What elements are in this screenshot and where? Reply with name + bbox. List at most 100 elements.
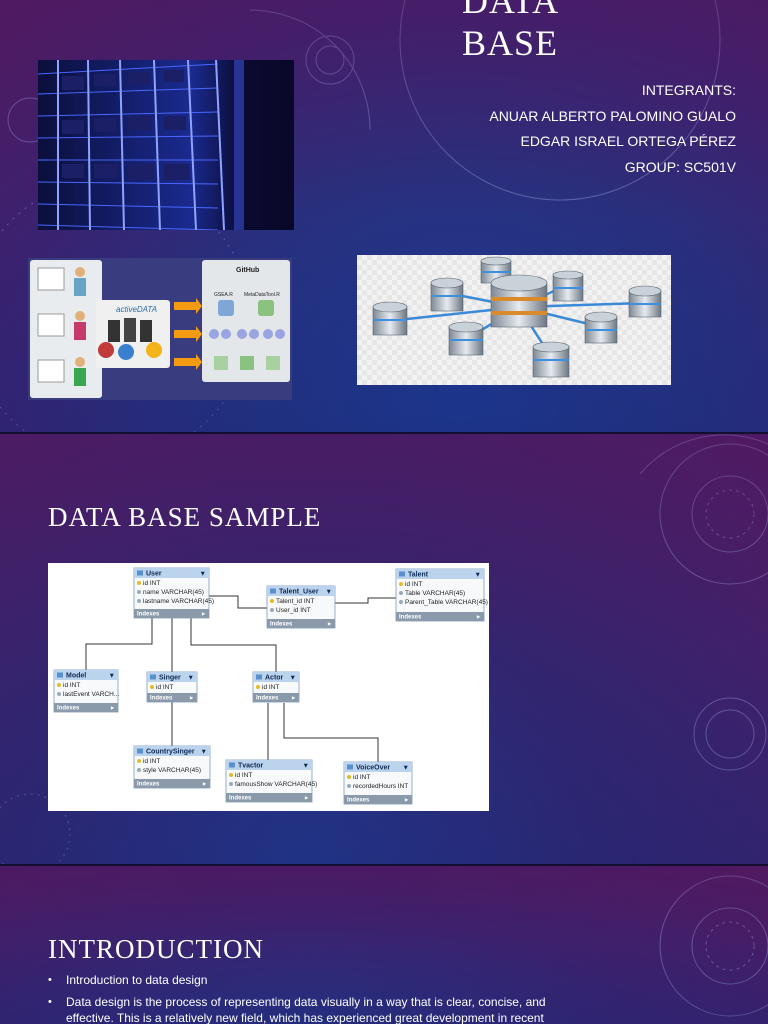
- repo-label: MetaDataTool.R: [244, 292, 280, 298]
- er-field: famousShow VARCHAR(45): [235, 781, 317, 788]
- er-field: id INT: [156, 684, 173, 691]
- bullet-item: Data design is the process of representi…: [48, 994, 568, 1024]
- er-table: Talent_User ▾ Talent_id INT User_id INT Inde…: [266, 585, 336, 629]
- introduction-slide: INTRODUCTION Introduction to data design…: [0, 866, 768, 1024]
- er-table-name: Talent_User: [279, 589, 319, 596]
- key-icon: [57, 683, 61, 687]
- chevron-right-icon: ▸: [202, 782, 207, 788]
- er-field: style VARCHAR(45): [143, 767, 201, 774]
- chevron-down-icon: ▾: [200, 571, 205, 578]
- chevron-down-icon: ▾: [201, 749, 206, 756]
- er-table-name: Tvactor: [238, 763, 264, 770]
- er-diagram: User ▾ id INT name VARCHAR(45) lastname VARC…: [48, 563, 489, 811]
- integrants-label: INTEGRANTS:: [641, 82, 736, 98]
- group-label: GROUP: SC501V: [624, 158, 736, 175]
- er-field: Parent_Table VARCHAR(45): [405, 599, 488, 606]
- er-table-name: Talent: [408, 572, 429, 579]
- er-table-name: VoiceOver: [356, 765, 390, 772]
- key-icon: [270, 599, 274, 603]
- chevron-right-icon: ▸: [327, 622, 332, 628]
- github-label: GitHub: [236, 267, 259, 274]
- member-name: EDGAR ISRAEL ORTEGA PÉREZ: [520, 133, 736, 149]
- key-icon: [399, 582, 403, 586]
- er-indexes-label: Indexes: [399, 615, 422, 621]
- field-icon: [137, 768, 141, 772]
- field-icon: [399, 600, 403, 604]
- er-table: Actor ▾ id INT Indexes ▸: [252, 671, 300, 703]
- bullet-item: Introduction to data design: [48, 972, 568, 988]
- chevron-right-icon: ▸: [291, 696, 296, 702]
- database-sample-slide: DATA BASE SAMPLE User ▾ id INT name VARCHAR…: [0, 434, 768, 864]
- chevron-right-icon: ▸: [201, 612, 206, 618]
- er-indexes-label: Indexes: [347, 798, 370, 804]
- er-indexes-label: Indexes: [229, 796, 252, 802]
- active-data-label: activeDATA: [116, 305, 157, 314]
- er-table-name: CountrySinger: [146, 749, 195, 756]
- er-field: Table VARCHAR(45): [405, 590, 465, 597]
- er-field: id INT: [143, 580, 160, 587]
- slide-title: DATA BASE SAMPLE: [48, 502, 322, 532]
- er-indexes-label: Indexes: [137, 782, 160, 788]
- key-icon: [137, 759, 141, 763]
- er-indexes-label: Indexes: [270, 622, 293, 628]
- title-line-1: DATA: [462, 0, 560, 21]
- field-icon: [399, 591, 403, 595]
- chevron-right-icon: ▸: [110, 706, 115, 712]
- er-field: lastname VARCHAR(45): [143, 598, 214, 605]
- er-table: Singer ▾ id INT Indexes ▸: [146, 671, 198, 703]
- chevron-right-icon: ▸: [476, 615, 481, 621]
- er-field: id INT: [405, 581, 422, 588]
- field-icon: [137, 590, 141, 594]
- title-slide: DATA BASE INTEGRANTS: ANUAR ALBERTO PALO…: [0, 0, 768, 432]
- er-field: id INT: [353, 774, 370, 781]
- authors-block: INTEGRANTS: ANUAR ALBERTO PALOMINO GUALO…: [489, 78, 736, 180]
- er-indexes-label: Indexes: [137, 612, 160, 618]
- er-field: User_id INT: [276, 607, 311, 614]
- key-icon: [347, 775, 351, 779]
- key-icon: [137, 581, 141, 585]
- slide-divider: [0, 432, 768, 434]
- title-line-2: BASE: [462, 23, 559, 63]
- chevron-down-icon: ▾: [475, 572, 480, 579]
- er-field: lastEvent VARCH...: [63, 691, 119, 698]
- er-indexes-label: Indexes: [256, 696, 279, 702]
- er-table-name: User: [146, 571, 162, 578]
- er-table: User ▾ id INT name VARCHAR(45) lastname VARC…: [133, 567, 214, 619]
- er-field: id INT: [143, 758, 160, 765]
- active-data-diagram: activeDATA GitHub GSEA.R MetaDataTool.R: [28, 258, 292, 400]
- er-field: name VARCHAR(45): [143, 589, 204, 596]
- chevron-down-icon: ▾: [403, 765, 408, 772]
- er-field: id INT: [235, 772, 252, 779]
- chevron-down-icon: ▾: [290, 675, 295, 682]
- chevron-right-icon: ▸: [404, 798, 409, 804]
- chevron-down-icon: ▾: [188, 675, 193, 682]
- database-network-image: [357, 255, 671, 385]
- chevron-right-icon: ▸: [189, 696, 194, 702]
- field-icon: [229, 782, 233, 786]
- er-field: Talent_id INT: [276, 598, 314, 605]
- member-name: ANUAR ALBERTO PALOMINO GUALO: [489, 107, 736, 124]
- key-icon: [150, 685, 154, 689]
- server-room-image: [38, 60, 294, 230]
- chevron-down-icon: ▾: [109, 673, 114, 680]
- field-icon: [270, 608, 274, 612]
- field-icon: [347, 784, 351, 788]
- er-table-name: Singer: [159, 675, 181, 682]
- background-decoration: [659, 875, 768, 1017]
- repo-label: GSEA.R: [214, 292, 233, 298]
- er-indexes-label: Indexes: [150, 696, 173, 702]
- er-field: id INT: [63, 682, 80, 689]
- er-indexes-label: Indexes: [57, 706, 80, 712]
- slide-title: DATA BASE: [462, 0, 722, 64]
- bullet-list: Introduction to data design Data design …: [48, 972, 568, 1024]
- key-icon: [229, 773, 233, 777]
- er-table-name: Actor: [265, 675, 284, 682]
- chevron-down-icon: ▾: [326, 589, 331, 596]
- er-field: id INT: [262, 684, 279, 691]
- background-decoration: [0, 434, 768, 864]
- key-icon: [256, 685, 260, 689]
- field-icon: [137, 599, 141, 603]
- chevron-down-icon: ▾: [303, 763, 308, 770]
